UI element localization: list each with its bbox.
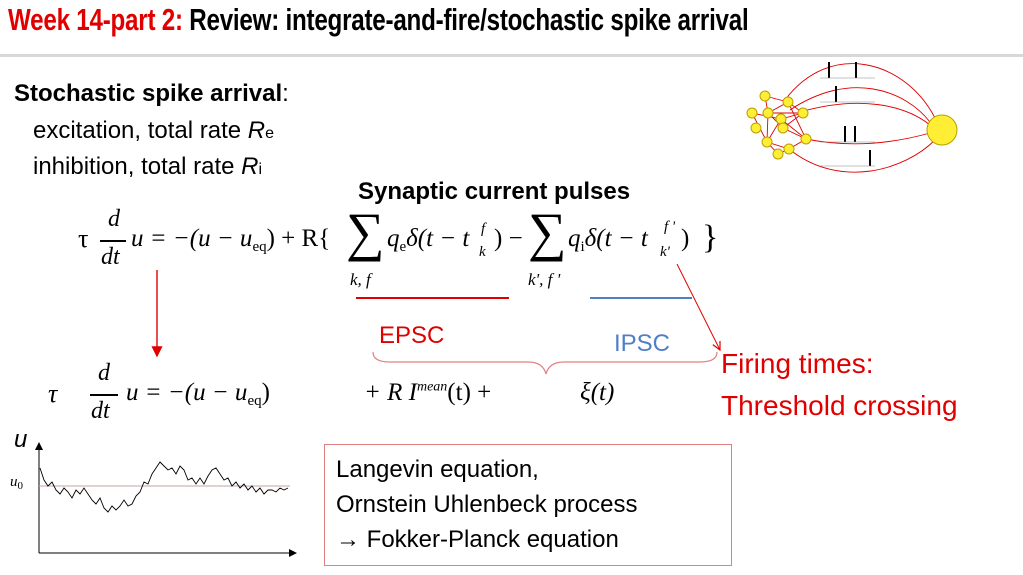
eq1-lhs-text: u = −(u − u [131,225,253,252]
eq1-sum2: ∑ [528,202,567,262]
eq1-d: d [108,206,120,232]
eq2-xi: ξ(t) [580,379,615,406]
eq2-lhs: u = −(u − ueq) [126,379,270,410]
target-neuron [926,114,958,146]
input-brace [372,351,718,375]
eq1-dt: dt [101,244,120,270]
eq2-plus-r: + R I [364,379,417,406]
eq1-tau: τ [78,224,89,253]
eq2-fraction-bar [90,394,118,396]
spike-train-baselines [820,77,875,167]
excitation-sub: e [265,125,275,142]
membrane-plot [35,442,297,557]
network-diagram [746,62,958,173]
langevin-line1: Langevin equation, [336,456,539,483]
eq1-fraction-bar [100,240,126,242]
eq1-eq-sub: eq [252,239,267,255]
eq1-k-sub: k [479,244,486,260]
eq1-sum2-sub: k', f ' [528,270,561,289]
eq1-k2-sup: f ' [664,219,676,235]
eq2-mean-sup: mean [416,379,448,395]
eq1-close1: ) − [494,225,523,252]
eq1-qe: q [387,225,400,252]
eq1-sum1-sub: k, f [350,270,371,289]
title-prefix: Week 14-part 2: [8,2,183,37]
title-main: Review: integrate-and-fire/stochastic sp… [182,2,749,37]
eq1-term1: qeδ(t − t [387,225,469,256]
stochastic-heading: Stochastic spike arrival [14,80,283,107]
stochastic-heading-line: Stochastic spike arrival: [14,80,289,108]
eq1-delta2: δ(t − t [584,225,648,252]
eq2-lhs-text: u = −(u − u [126,379,248,406]
eq2-input: + R Imean(t) + [364,379,491,407]
langevin-box [324,444,732,566]
eq1-e-sub: e [399,239,407,255]
firing-times-arrow [676,263,720,350]
eq2-close: ) [261,379,270,406]
eq1-k2-sub: k' [660,244,670,260]
inhibition-sub: i [258,161,263,178]
langevin-line2: Ornstein Uhlenbeck process [336,491,638,518]
excitation-text: excitation, total rate [33,117,248,144]
spike-train-markers [828,62,871,166]
inhibition-line: inhibition, total rate Ri [33,153,262,181]
langevin-line3: → Fokker-Planck equation [336,526,619,554]
heading-colon: : [282,80,289,107]
synaptic-heading: Synaptic current pulses [358,178,631,205]
eq1-lhs: u = −(u − ueq) + R{ [131,225,330,256]
plot-u-label: u [14,426,28,453]
u0-sub: 0 [17,480,24,492]
u0-var: u [10,474,18,490]
eq2-d: d [98,360,110,386]
firing-times-label: Firing times: [721,348,874,379]
epsc-label: EPSC [379,322,445,349]
eq2-dt: dt [91,398,110,424]
eq1-r-open: ) + R{ [266,225,331,252]
eq1-term2: qiδ(t − t [568,225,648,256]
eq1-close2: ) [681,225,690,252]
right-arrow-icon: → [336,526,360,553]
threshold-crossing-label: Threshold crossing [721,390,958,421]
excitation-var: R [247,117,266,144]
inhibition-text: inhibition, total rate [33,153,242,180]
eq2-t-part: (t) + [447,379,492,406]
plot-u0-label: u0 [10,474,23,492]
eq2-tau: τ [48,379,58,408]
eq1-i-sub: i [580,239,585,255]
langevin-line3-text: Fokker-Planck equation [360,526,619,553]
eq1-sum1: ∑ [346,202,385,262]
eq1-brace-close: } [702,219,719,256]
inhibition-var: R [241,153,259,180]
eq1-delta1: δ(t − t [406,225,470,252]
eq1-k-sup: f [481,221,486,237]
plot-trace [39,461,289,513]
ipsc-label: IPSC [614,330,671,357]
excitation-line: excitation, total rate Re [33,117,274,145]
eq1-qi: q [568,225,581,252]
eq2-eq-sub: eq [247,393,262,409]
slide-title: Week 14-part 2: Review: integrate-and-fi… [8,2,749,38]
title-divider [0,54,1023,57]
network-neurons [746,90,812,160]
